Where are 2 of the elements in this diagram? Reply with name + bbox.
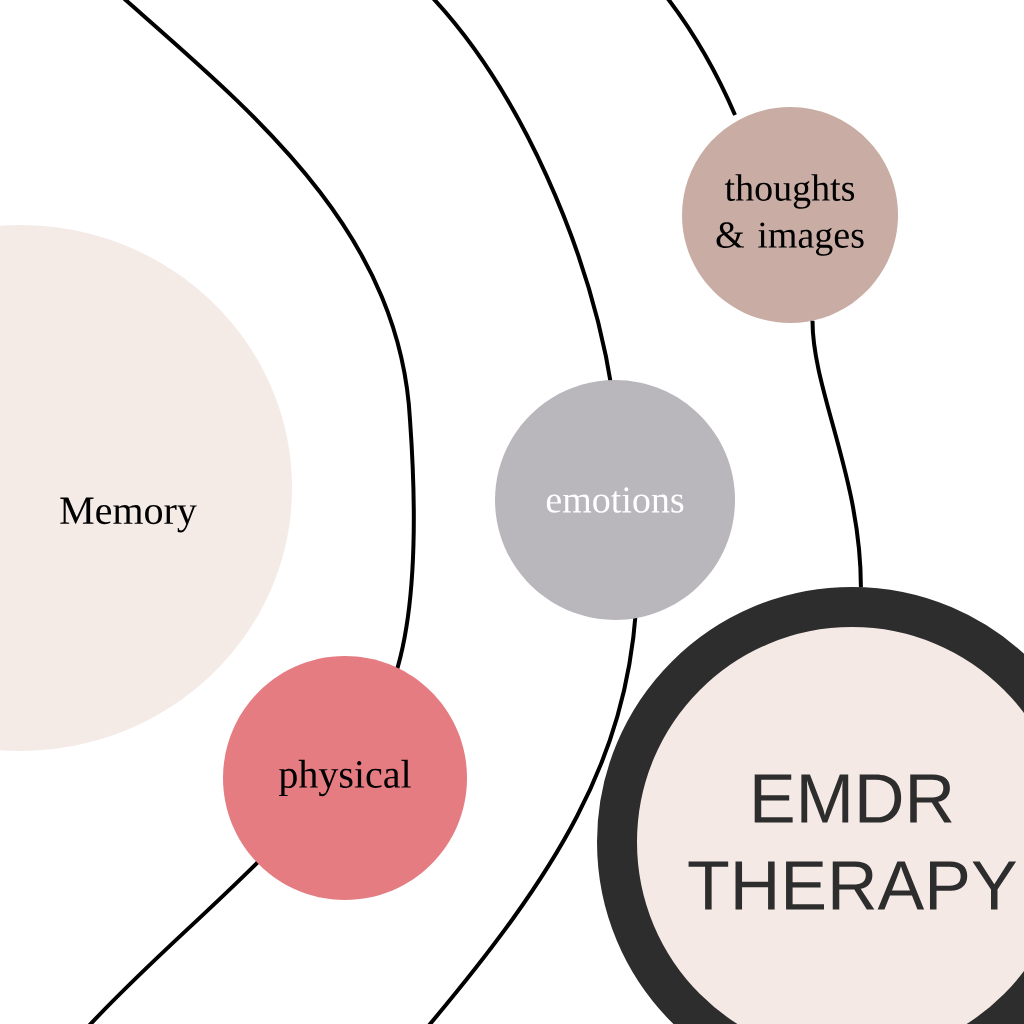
memory-blob: Memory (0, 225, 292, 751)
orbit-line (810, 320, 863, 588)
